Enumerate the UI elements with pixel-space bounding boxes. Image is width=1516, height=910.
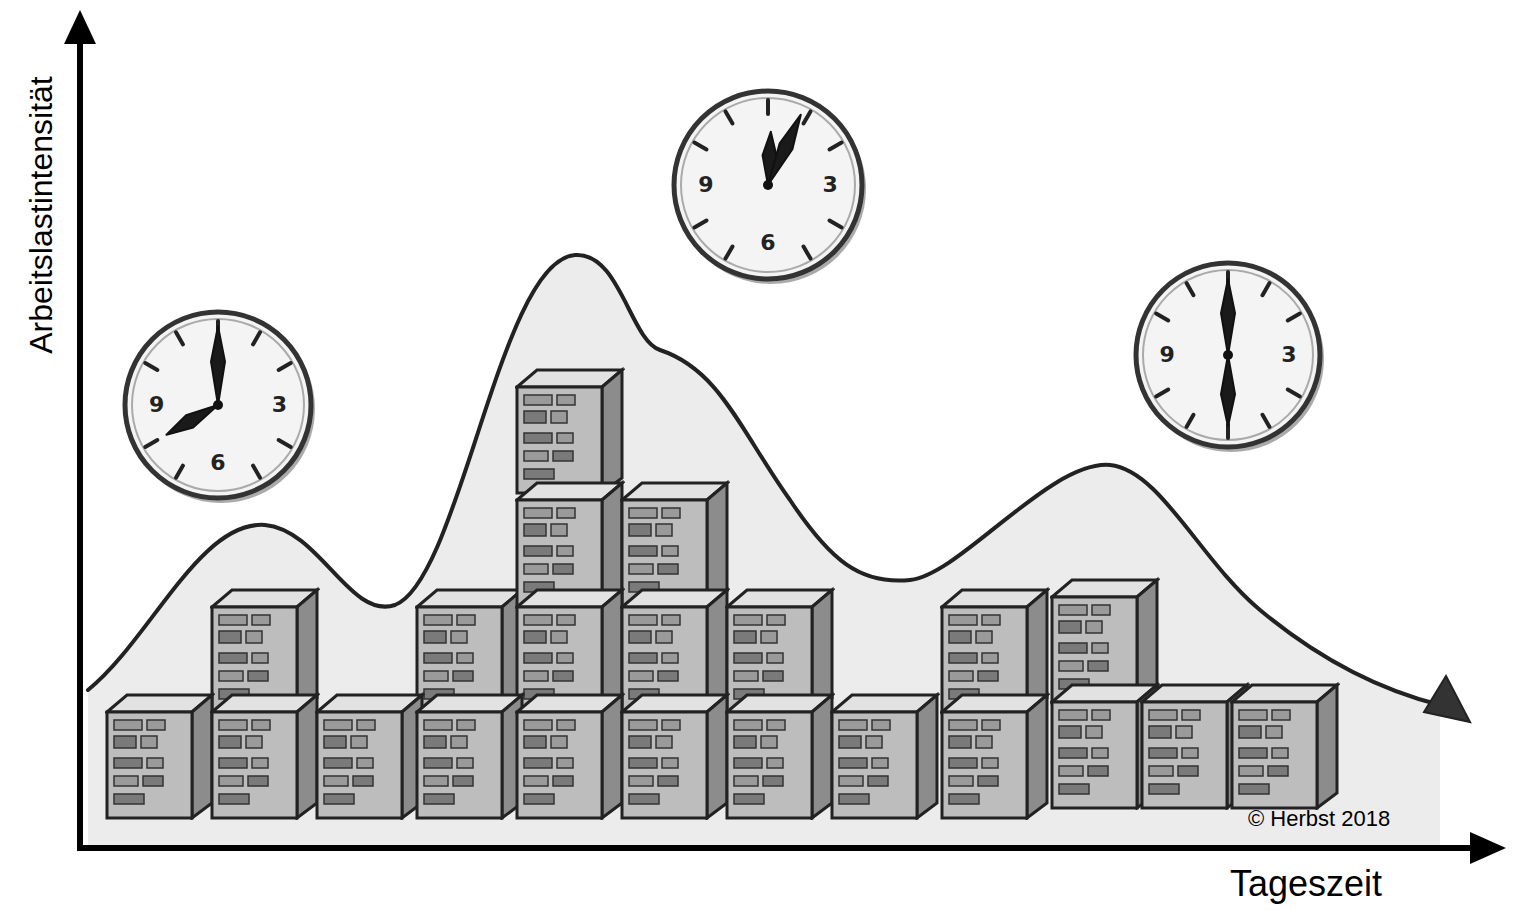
server bbox=[517, 695, 622, 818]
clock-number: 3 bbox=[272, 394, 287, 416]
server bbox=[832, 695, 937, 818]
y-axis bbox=[77, 40, 83, 850]
x-axis bbox=[77, 845, 1475, 851]
server bbox=[727, 695, 832, 818]
clock-number: 9 bbox=[149, 394, 164, 416]
server bbox=[417, 695, 522, 818]
server bbox=[317, 695, 422, 818]
server bbox=[107, 695, 212, 818]
load-curve bbox=[88, 255, 1440, 705]
server bbox=[622, 695, 727, 818]
server bbox=[517, 370, 622, 493]
x-axis-arrowhead bbox=[1470, 832, 1506, 864]
clock-number: 9 bbox=[698, 174, 713, 196]
server bbox=[942, 695, 1047, 818]
server bbox=[622, 483, 727, 606]
clock-number: 6 bbox=[210, 452, 225, 474]
clock-number: 3 bbox=[1281, 344, 1296, 366]
curve-arrowhead bbox=[1424, 676, 1470, 722]
x-axis-label: Tageszeit bbox=[1230, 866, 1382, 902]
y-axis-arrowhead bbox=[64, 10, 96, 44]
clock-number: 6 bbox=[760, 232, 775, 254]
server bbox=[517, 483, 622, 606]
y-axis-label: Arbeitslastintensität bbox=[24, 76, 56, 353]
server bbox=[1232, 685, 1337, 808]
clock-face: 9 3 6 bbox=[122, 309, 314, 501]
clock-number: 3 bbox=[822, 174, 837, 196]
copyright-note: © Herbst 2018 bbox=[1248, 808, 1390, 830]
clock-face: 93 bbox=[1133, 260, 1323, 450]
clock-face: 9 3 6 bbox=[671, 88, 865, 282]
server bbox=[212, 695, 317, 818]
load-area bbox=[88, 255, 1440, 845]
clock-number: 9 bbox=[1160, 344, 1175, 366]
